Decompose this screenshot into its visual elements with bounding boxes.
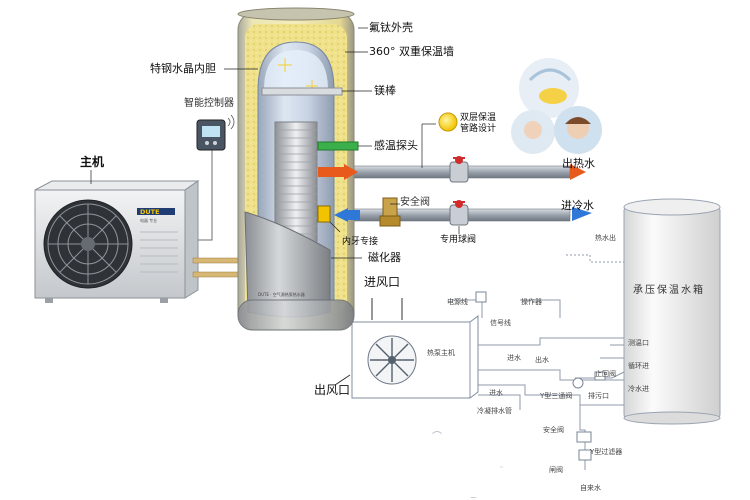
cold-in-label: 冷水进 <box>628 383 649 395</box>
condensate-label: 冷凝排水管 <box>477 405 512 417</box>
outdoor-unit: DUTE 电器 专业 <box>35 181 198 303</box>
inflow-label-2: 进水 <box>489 387 503 399</box>
cable-label: 信号线 <box>490 317 511 329</box>
svg-text:⌒: ⌒ <box>432 431 442 443</box>
schematic-heat-pump <box>335 298 478 398</box>
pressure-tank-label: 承压保温水箱 <box>633 285 705 297</box>
drain-label: 排污口 <box>588 390 609 402</box>
hot-water-port-label: 热水出 <box>595 232 616 244</box>
control-cable <box>198 150 212 240</box>
controller-label: 智能控制器 <box>184 98 234 110</box>
magnetizer-label: 磁化器 <box>368 252 401 264</box>
safety-valve-label: 安全阀 <box>400 197 430 209</box>
y-valve-label: Y型三通阀 <box>540 390 572 402</box>
power-label: 电源线 <box>447 296 468 308</box>
anode-label: 镁棒 <box>374 85 396 97</box>
control-panel-label: 操作器 <box>521 296 542 308</box>
water-tank: DUTE · 空气源热泵热水器 <box>238 8 360 330</box>
inner-tank-label: 特钢水晶内胆 <box>150 63 216 75</box>
check-valve-label: 止回阀 <box>595 368 616 380</box>
refrigerant-pipes <box>193 258 241 277</box>
thermostat-icon <box>197 115 234 150</box>
safety-label: 安全阀 <box>543 424 564 436</box>
heat-pump-label: 热泵主机 <box>427 347 455 359</box>
circulation-in-label: 循环进 <box>628 360 649 372</box>
air-in-label: 进风口 <box>364 276 400 288</box>
dual-insulated-label-2: 管路设计 <box>460 123 496 135</box>
ball-valve-label: 专用球阀 <box>440 234 476 246</box>
y-filter-label: Y型过滤器 <box>590 446 622 458</box>
shell-label: 氟钛外壳 <box>369 22 413 34</box>
brand-logo: DUTE <box>140 208 160 216</box>
inflow-label: 进水 <box>507 352 521 364</box>
svg-text:~: ~ <box>470 493 477 500</box>
brand-subtitle: 电器 专业 <box>140 217 157 223</box>
cold-water-in-label: 进冷水 <box>561 200 594 212</box>
sun-icon <box>439 113 457 131</box>
main-unit-label: 主机 <box>80 156 104 168</box>
tank-stamp: DUTE · 空气源热泵热水器 <box>258 291 305 297</box>
schematic: ⌒ ᵕ ~ <box>335 199 720 500</box>
cold-water-pipe <box>345 198 592 226</box>
air-out-label: 出风口 <box>314 384 350 396</box>
outflow-label: 出水 <box>535 354 549 366</box>
svg-text:ᵕ: ᵕ <box>500 463 503 472</box>
internal-joint-label: 内牙专接 <box>342 236 378 248</box>
temp-port-label: 测温口 <box>628 337 649 349</box>
gate-valve-label: 闸阀 <box>549 464 563 476</box>
hot-water-out-label: 出热水 <box>562 158 595 170</box>
tap-water-label: 自来水 <box>580 482 601 494</box>
hot-water-pipe <box>345 156 586 182</box>
insulation-label: 360° 双重保温墙 <box>369 46 454 58</box>
sensor-label: 感温探头 <box>374 140 418 152</box>
